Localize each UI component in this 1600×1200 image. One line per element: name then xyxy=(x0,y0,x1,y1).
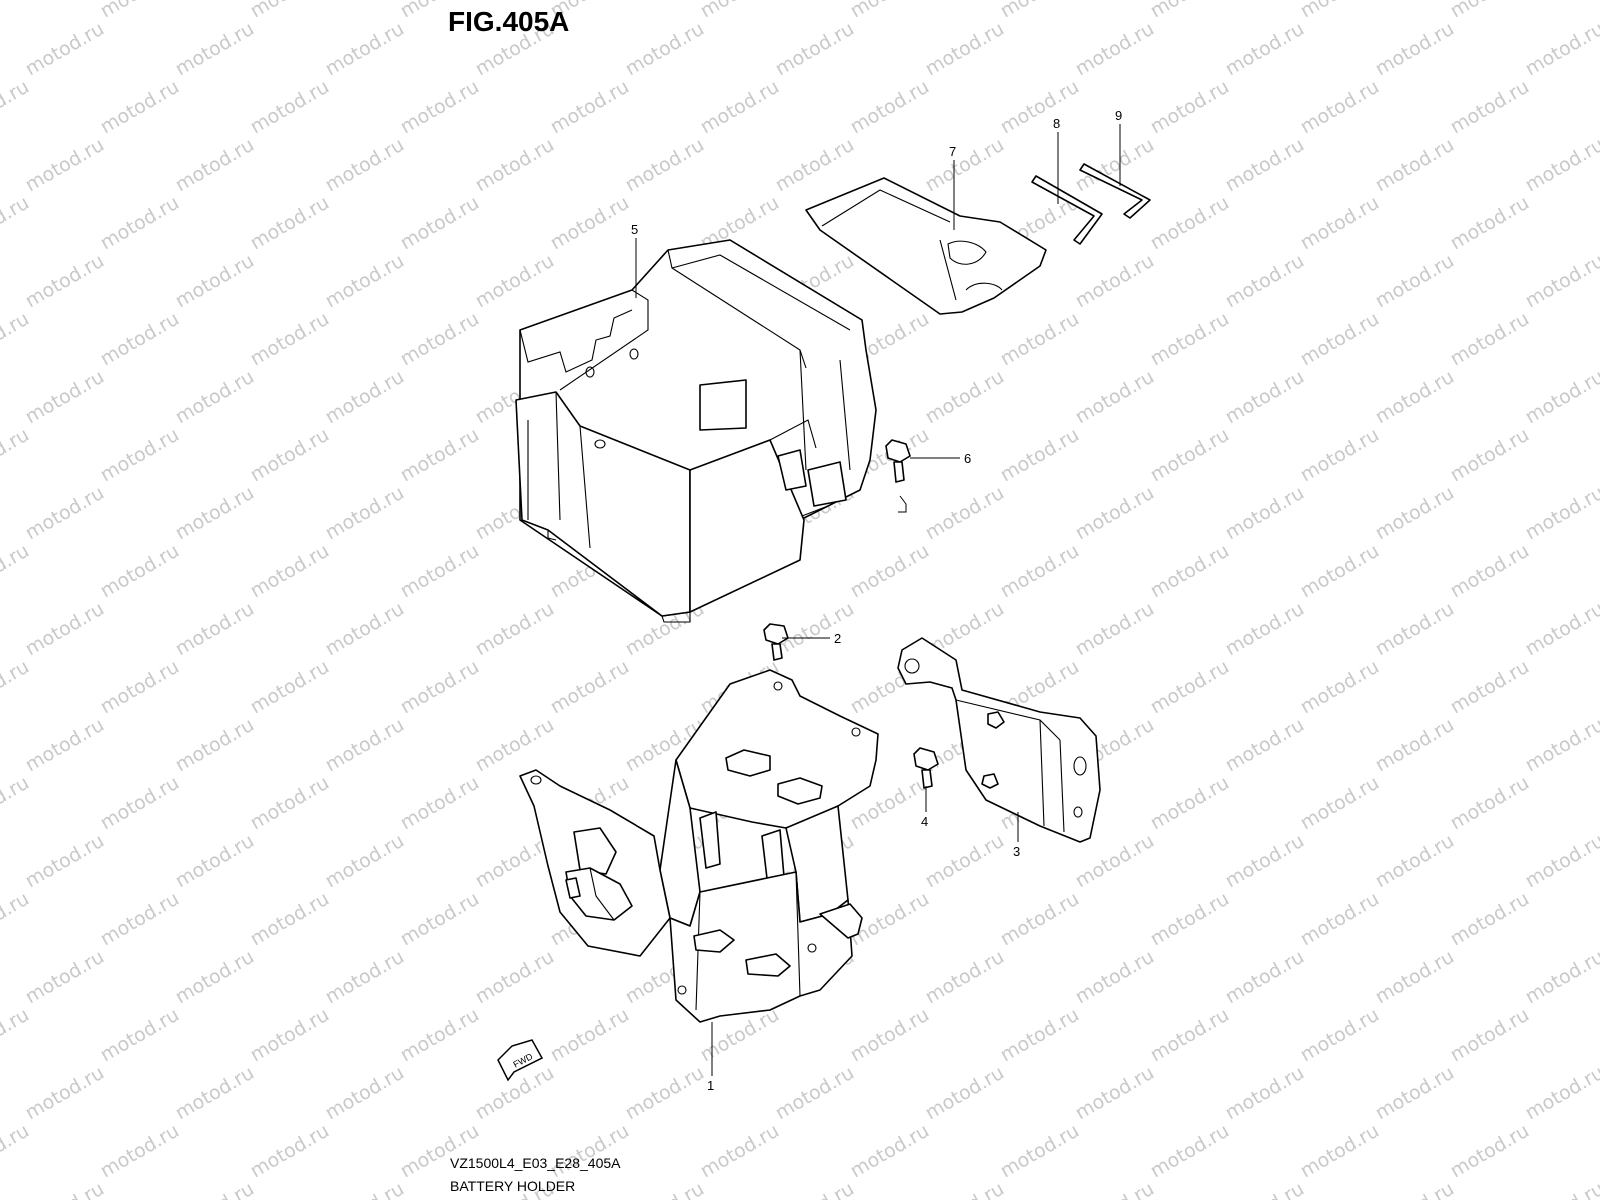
holder-bracket-part xyxy=(897,637,1101,843)
callout-6: 6 xyxy=(964,451,971,466)
figure-title: FIG.405A xyxy=(448,6,570,37)
bolt-part-4 xyxy=(913,747,939,789)
hexagon-wrench-part-8 xyxy=(1031,175,1103,245)
assembly-name: BATTERY HOLDER xyxy=(450,1178,576,1194)
bolt-part-2 xyxy=(763,623,789,661)
battery-holder-bracket-part xyxy=(519,669,879,1023)
callout-1: 1 xyxy=(707,1078,714,1093)
callout-7: 7 xyxy=(949,144,956,159)
callout-4: 4 xyxy=(921,814,928,829)
hexagon-wrench-part-9 xyxy=(1079,163,1151,219)
leader-6-clip xyxy=(898,495,907,513)
callout-3: 3 xyxy=(1013,844,1020,859)
callout-2: 2 xyxy=(834,631,841,646)
callout-8: 8 xyxy=(1053,116,1060,131)
callout-9: 9 xyxy=(1115,108,1122,123)
tool-bag-part xyxy=(805,177,1047,315)
leader-lines xyxy=(635,124,1121,1076)
battery-case-part xyxy=(515,239,877,623)
callout-5: 5 xyxy=(631,222,638,237)
bolt-part-6 xyxy=(885,439,911,483)
fwd-direction-badge: FWD xyxy=(497,1039,544,1082)
model-code: VZ1500L4_E03_E28_405A xyxy=(450,1155,621,1171)
